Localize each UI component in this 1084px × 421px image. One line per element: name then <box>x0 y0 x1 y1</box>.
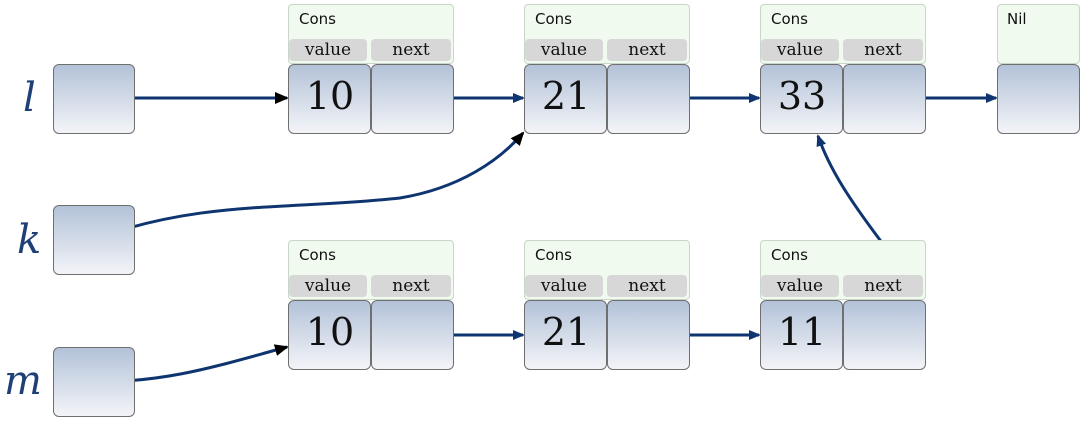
value-cell[interactable] <box>524 64 607 134</box>
node-type-label: Cons <box>299 246 336 264</box>
next-cell[interactable] <box>371 64 454 134</box>
var-cell-l[interactable] <box>53 64 135 134</box>
node-type-label: Cons <box>535 10 572 28</box>
field-label-next: next <box>371 39 451 61</box>
node-type-label: Cons <box>535 246 572 264</box>
node-value: 21 <box>541 310 591 354</box>
field-label-value: value <box>761 39 839 61</box>
field-label-value: value <box>525 39 603 61</box>
node-value: 10 <box>305 310 355 354</box>
value-cell[interactable] <box>288 300 371 370</box>
var-label-l: l <box>23 75 36 121</box>
node-value: 33 <box>777 74 827 118</box>
var-cell-m[interactable] <box>53 347 135 417</box>
field-label-next: next <box>607 275 687 297</box>
field-label-next: next <box>607 39 687 61</box>
next-cell[interactable] <box>843 64 926 134</box>
var-label-m: m <box>4 358 42 404</box>
node-type-label: Cons <box>771 246 808 264</box>
node-value: 10 <box>305 74 355 118</box>
arrow-k-to-top-node2 <box>94 131 525 241</box>
field-label-value: value <box>289 39 367 61</box>
node-value: 11 <box>777 310 827 354</box>
node-value: 21 <box>541 74 591 118</box>
field-label-next: next <box>371 275 451 297</box>
var-cell-k[interactable] <box>53 205 135 275</box>
value-cell[interactable] <box>760 64 843 134</box>
node-type-label: Nil <box>1007 10 1027 28</box>
field-label-next: next <box>843 275 923 297</box>
field-label-value: value <box>289 275 367 297</box>
field-label-value: value <box>525 275 603 297</box>
next-cell[interactable] <box>371 300 454 370</box>
nil-cell[interactable] <box>997 64 1080 134</box>
node-type-label: Cons <box>771 10 808 28</box>
node-type-label: Cons <box>299 10 336 28</box>
value-cell[interactable] <box>760 300 843 370</box>
value-cell[interactable] <box>288 64 371 134</box>
var-label-k: k <box>17 217 42 263</box>
next-cell[interactable] <box>607 300 690 370</box>
field-label-value: value <box>761 275 839 297</box>
next-cell[interactable] <box>607 64 690 134</box>
field-label-next: next <box>843 39 923 61</box>
next-cell[interactable] <box>843 300 926 370</box>
value-cell[interactable] <box>524 300 607 370</box>
